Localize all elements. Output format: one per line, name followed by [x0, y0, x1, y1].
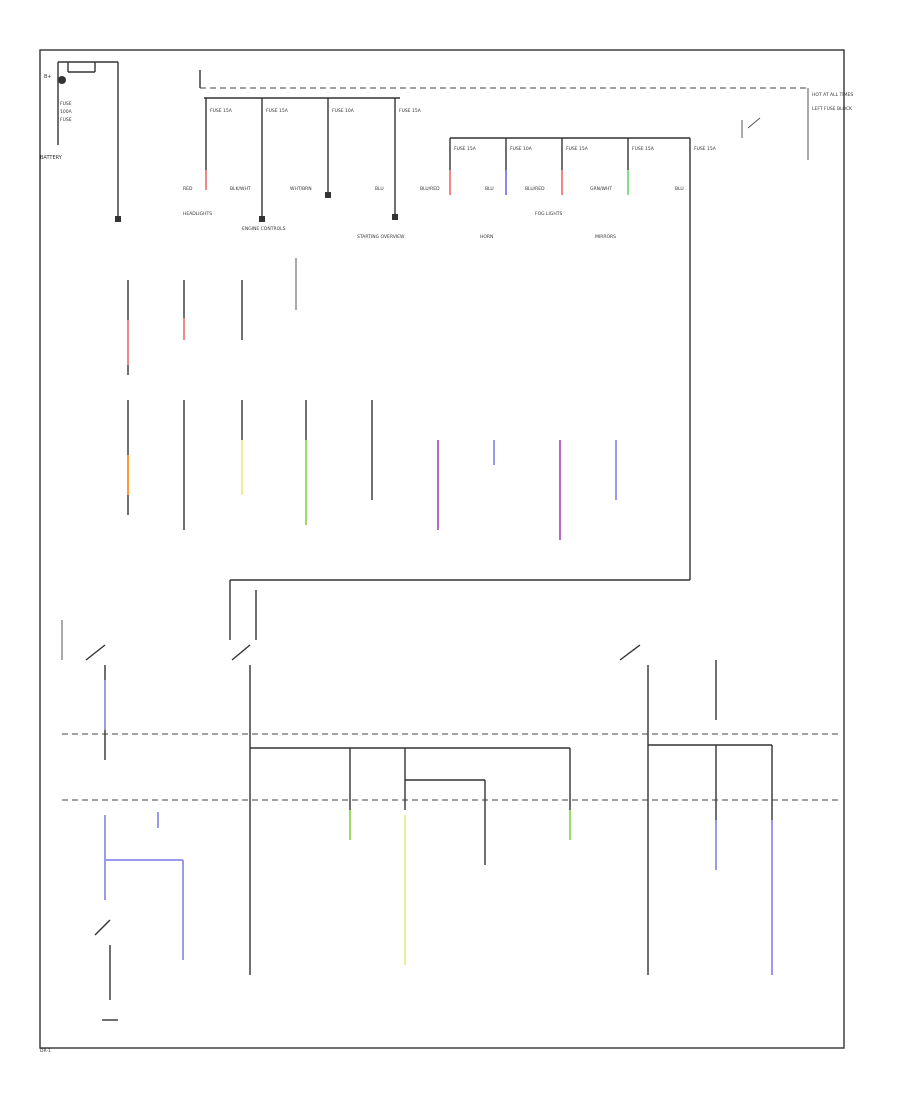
- svg-text:GRN/WHT: GRN/WHT: [590, 186, 612, 192]
- middle-section: [127, 258, 617, 540]
- branch-3: FUSE 10A WHT/BRN: [290, 98, 355, 195]
- svg-text:FUSE 15A: FUSE 15A: [266, 108, 289, 114]
- lower-section: [61, 620, 773, 1021]
- branch-8: FUSE 15A GRN/WHT MIRRORS: [590, 138, 655, 240]
- svg-text:FUSE 15A: FUSE 15A: [694, 146, 717, 152]
- hot-at-all-times-label: HOT AT ALL TIMES: [812, 92, 853, 98]
- ign-relay-switch: [747, 117, 761, 129]
- svg-text:HEADLIGHTS: HEADLIGHTS: [183, 211, 212, 217]
- svg-text:WHT/BRN: WHT/BRN: [290, 186, 312, 192]
- battery-terminal-label: B+: [44, 74, 52, 80]
- diagram-frame: [39, 49, 845, 1049]
- svg-text:FUSE 10A: FUSE 10A: [510, 146, 533, 152]
- ignition-feed: [229, 579, 690, 640]
- branch-2: FUSE 15A BLK/WHT ENGINE CONTROLS: [230, 98, 289, 232]
- svg-text:BLU: BLU: [675, 186, 684, 192]
- branch-5: FUSE 15A BLU/RED: [420, 138, 477, 195]
- battery-fuse-label: FUSE: [60, 101, 72, 107]
- svg-text:RED: RED: [183, 186, 193, 192]
- battery-symbol: [57, 61, 119, 220]
- svg-text:BLU: BLU: [485, 186, 494, 192]
- left-fuse-block-label: LEFT FUSE BLOCK: [812, 106, 853, 112]
- svg-text:FUSE 15A: FUSE 15A: [566, 146, 589, 152]
- svg-text:HORN: HORN: [480, 234, 493, 240]
- svg-text:BLU/RED: BLU/RED: [420, 186, 440, 192]
- branch-7: FUSE 15A BLU/RED FOG LIGHTS: [525, 138, 589, 217]
- svg-text:FUSE 10A: FUSE 10A: [332, 108, 355, 114]
- svg-text:FUSE 15A: FUSE 15A: [454, 146, 477, 152]
- battery-label: BATTERY: [40, 155, 63, 161]
- battery-fuse-type: FUSE: [60, 117, 72, 123]
- branch-9: FUSE 15A BLU: [675, 138, 717, 580]
- branch-4: FUSE 15A BLU STARTING OVERVIEW: [357, 98, 422, 240]
- branch-1: FUSE 15A RED HEADLIGHTS: [183, 98, 233, 217]
- svg-text:ENGINE CONTROLS: ENGINE CONTROLS: [242, 226, 286, 232]
- branch-6: FUSE 10A BLU HORN: [480, 138, 533, 240]
- svg-text:STARTING OVERVIEW: STARTING OVERVIEW: [357, 234, 405, 240]
- svg-text:BLK/WHT: BLK/WHT: [230, 186, 251, 192]
- svg-text:MIRRORS: MIRRORS: [595, 234, 616, 240]
- svg-text:FOG LIGHTS: FOG LIGHTS: [535, 211, 563, 217]
- battery-fuse-amp: 100A: [60, 109, 73, 115]
- row1-connectors: [115, 192, 398, 222]
- svg-text:BLU: BLU: [375, 186, 384, 192]
- svg-text:FUSE 15A: FUSE 15A: [399, 108, 422, 114]
- svg-text:BLU/RED: BLU/RED: [525, 186, 545, 192]
- footer-code: DR-1: [40, 1048, 51, 1054]
- svg-text:FUSE 15A: FUSE 15A: [210, 108, 233, 114]
- svg-text:FUSE 15A: FUSE 15A: [632, 146, 655, 152]
